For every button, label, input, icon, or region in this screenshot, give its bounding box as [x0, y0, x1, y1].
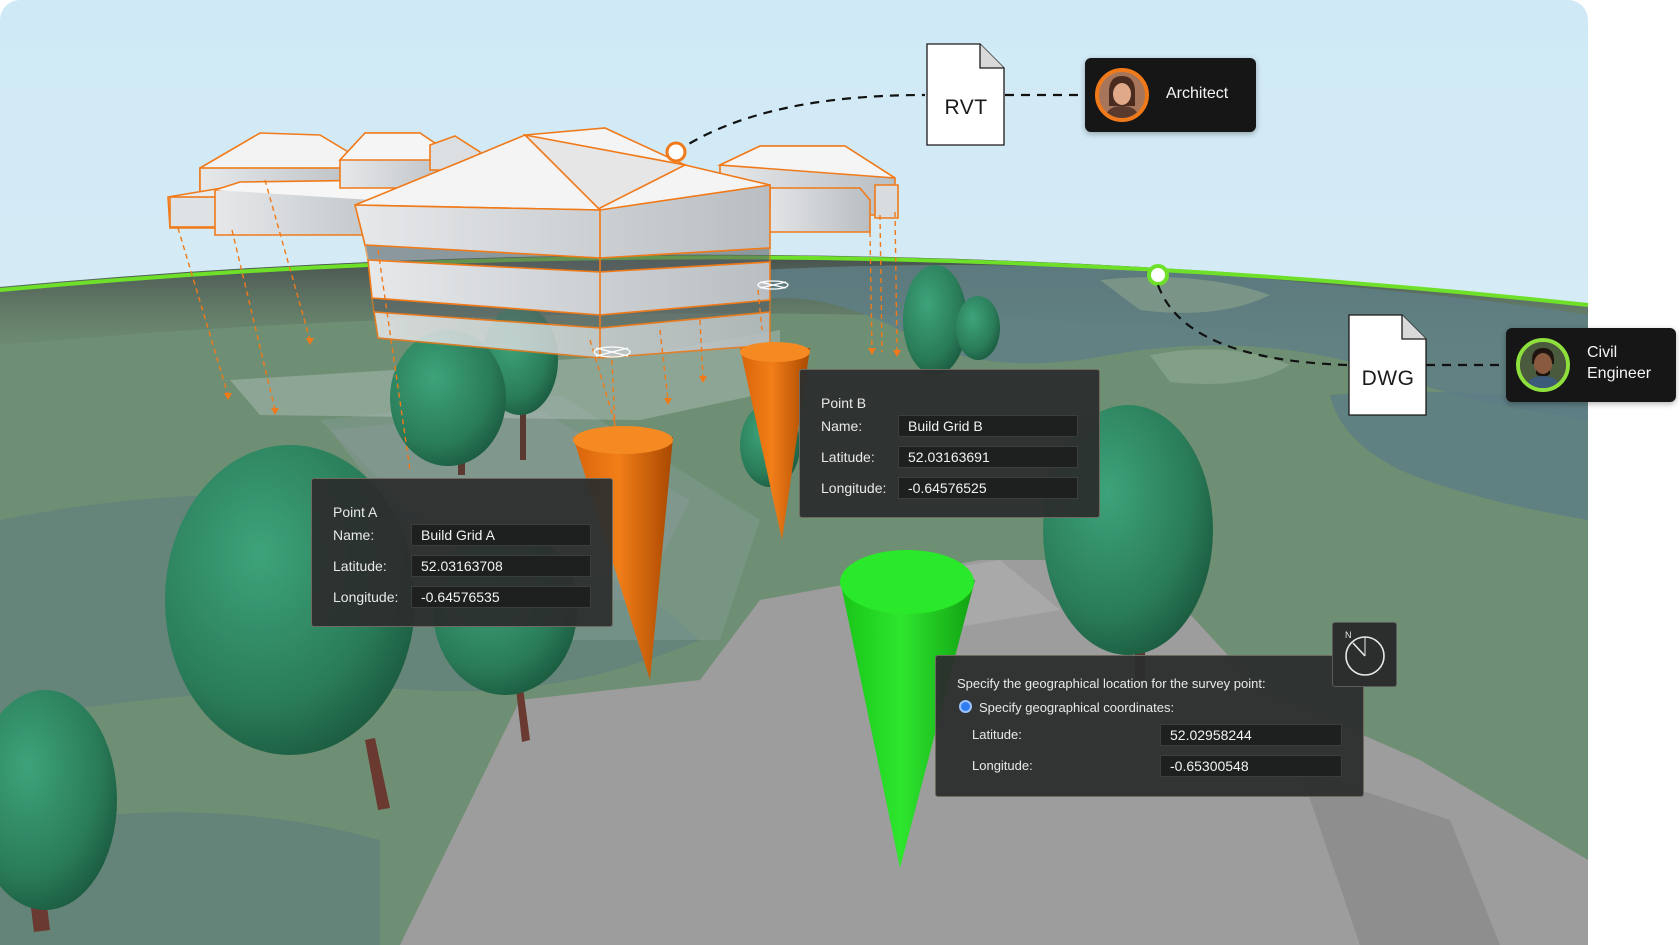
geo-coordinates-radio[interactable]: [959, 700, 972, 713]
point-b-panel: Point B Name: Build Grid B Latitude: 52.…: [799, 369, 1100, 518]
point-a-longitude-field[interactable]: -0.64576535: [411, 586, 591, 608]
point-a-latitude-label: Latitude:: [333, 558, 387, 574]
compass-icon: [1345, 636, 1385, 676]
pin-point-b[interactable]: [740, 342, 810, 540]
civil-engineer-avatar: [1516, 338, 1570, 392]
point-b-longitude-label: Longitude:: [821, 480, 887, 496]
point-a-panel: Point A Name: Build Grid A Latitude: 52.…: [311, 478, 613, 627]
point-b-name-field[interactable]: Build Grid B: [898, 415, 1078, 437]
architect-avatar: [1095, 68, 1149, 122]
civil-engineer-badge[interactable]: Civil Engineer: [1506, 328, 1676, 402]
point-a-title: Point A: [333, 504, 378, 520]
survey-latitude-field[interactable]: 52.02958244: [1160, 724, 1342, 746]
survey-latitude-label: Latitude:: [972, 727, 1022, 742]
point-a-name-field[interactable]: Build Grid A: [411, 524, 591, 546]
rvt-file-icon[interactable]: [926, 43, 1005, 146]
survey-markers: [593, 280, 789, 358]
geo-coordinates-radio-label[interactable]: Specify geographical coordinates:: [979, 700, 1175, 715]
compass-north-label: N: [1345, 630, 1352, 640]
projection-arrowheads: [224, 338, 901, 415]
civil-engineer-label-line2: Engineer: [1587, 365, 1652, 382]
point-a-name-label: Name:: [333, 527, 375, 543]
projection-lines: [177, 179, 898, 471]
point-b-longitude-field[interactable]: -0.64576525: [898, 477, 1078, 499]
pin-survey-point[interactable]: [840, 550, 975, 868]
civil-engineer-label-line1: Civil: [1587, 344, 1618, 361]
dwg-file-label: DWG: [1361, 367, 1415, 390]
building-model[interactable]: [167, 127, 899, 359]
survey-point-panel: Specify the geographical location for th…: [935, 655, 1364, 797]
compass-button[interactable]: N: [1332, 622, 1397, 687]
person-icon: [1520, 342, 1566, 388]
connector-lines: [675, 93, 1506, 367]
point-b-latitude-field[interactable]: 52.03163691: [898, 446, 1078, 468]
point-b-latitude-label: Latitude:: [821, 449, 875, 465]
point-a-latitude-field[interactable]: 52.03163708: [411, 555, 591, 577]
person-icon: [1099, 72, 1145, 118]
survey-instruction: Specify the geographical location for th…: [957, 676, 1266, 691]
point-b-name-label: Name:: [821, 418, 863, 434]
survey-longitude-label: Longitude:: [972, 758, 1033, 773]
rvt-file-label: RVT: [944, 96, 988, 119]
building-link-node[interactable]: [665, 141, 687, 163]
point-b-title: Point B: [821, 395, 867, 411]
dwg-file-icon[interactable]: [1348, 314, 1427, 416]
architect-label: Architect: [1166, 85, 1229, 102]
point-a-longitude-label: Longitude:: [333, 589, 399, 605]
architect-badge[interactable]: Architect: [1085, 58, 1256, 132]
survey-longitude-field[interactable]: -0.65300548: [1160, 755, 1342, 777]
